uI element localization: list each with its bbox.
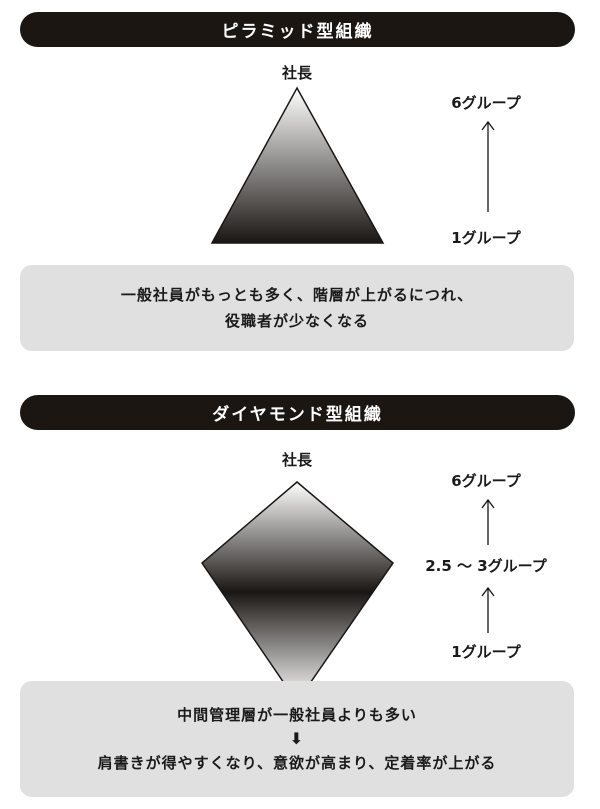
pyramid-up-arrow-icon (481, 120, 495, 212)
pyramid-top-label: 社長 (281, 64, 313, 82)
diamond-description-bottom: 肩書きが得やすくなり、意欲が高まり、定着率が上がる (97, 754, 497, 772)
diamond-shape (201, 481, 395, 704)
pyramid-section-title: ピラミッド型組織 (20, 12, 575, 47)
diamond-level-top: 6グループ (451, 472, 521, 490)
diamond-level-middle: 2.5 ～ 3グループ (425, 557, 547, 575)
diamond-up-arrow-lower-icon (481, 586, 495, 633)
diamond-description-box: 中間管理層が一般社員よりも多い ⬇ 肩書きが得やすくなり、意欲が高まり、定着率が… (20, 681, 574, 797)
pyramid-description-line: 一般社員がもっとも多く、階層が上がるにつれ、 (120, 286, 474, 304)
pyramid-description-box: 一般社員がもっとも多く、階層が上がるにつれ、 役職者が少なくなる (20, 265, 574, 351)
diamond-description-top: 中間管理層が一般社員よりも多い (177, 706, 417, 724)
pyramid-triangle (210, 86, 385, 244)
down-arrow-icon: ⬇ (289, 729, 305, 748)
pyramid-description-line: 役職者が少なくなる (224, 312, 369, 330)
diamond-level-bottom: 1グループ (451, 643, 521, 661)
diamond-top-label: 社長 (281, 451, 313, 469)
pyramid-level-bottom: 1グループ (451, 229, 521, 247)
diamond-up-arrow-upper-icon (481, 498, 495, 545)
pyramid-level-top: 6グループ (451, 94, 521, 112)
diamond-section-title: ダイヤモンド型組織 (20, 395, 575, 430)
